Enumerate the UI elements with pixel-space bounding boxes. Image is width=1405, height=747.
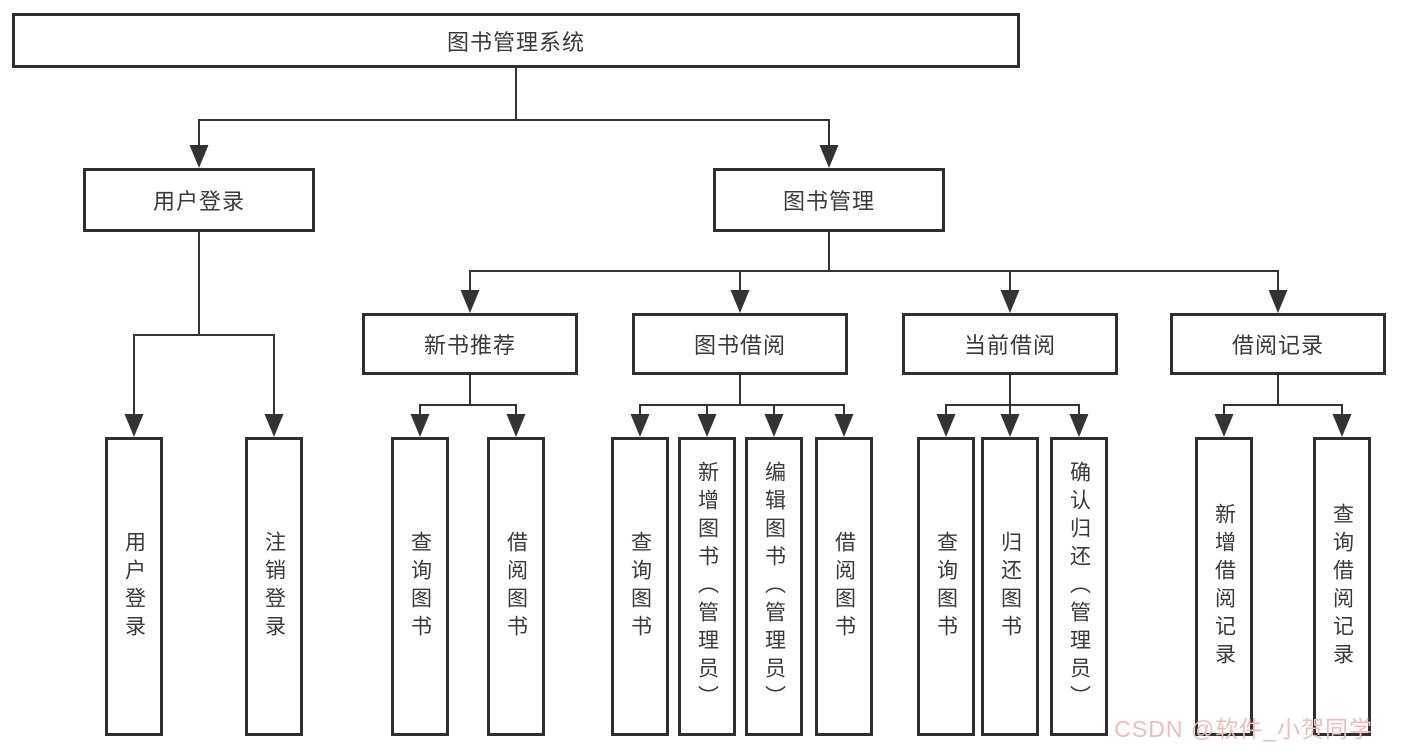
connector-book-borrow-to-leaves — [639, 374, 845, 419]
leaf-query-borrow-record: 查询借阅记录 — [1313, 437, 1371, 736]
node-user-login: 用户登录 — [83, 168, 315, 232]
leaf-borrow-books-recommend: 借阅图书 — [487, 437, 545, 736]
leaf-query-books-recommend: 查询图书 — [391, 437, 449, 736]
node-book-borrow: 图书借阅 — [632, 313, 848, 375]
leaf-borrow-books: 借阅图书 — [815, 437, 873, 736]
connector-new-book-recommend-to-leaves — [419, 374, 517, 419]
leaf-query-books-current: 查询图书 — [917, 437, 975, 736]
leaf-add-borrow-record: 新增借阅记录 — [1195, 437, 1253, 736]
arrowheads — [124, 145, 1352, 437]
connector-current-borrow-to-leaves — [945, 374, 1080, 419]
leaf-add-books-admin: 新增图书（管理员） — [678, 437, 736, 736]
connector-book-management-to-level3 — [469, 231, 1279, 295]
leaf-query-books-borrow: 查询图书 — [611, 437, 669, 736]
connector-borrow-records-to-leaves — [1223, 374, 1343, 419]
node-library-management-system: 图书管理系统 — [12, 13, 1020, 68]
connector-root-to-level2 — [198, 67, 830, 151]
node-book-management: 图书管理 — [713, 168, 945, 232]
leaf-user-login: 用户登录 — [105, 437, 163, 736]
node-borrow-records: 借阅记录 — [1170, 313, 1386, 375]
csdn-watermark: CSDN @软件_小贺同学 — [1114, 716, 1373, 742]
node-new-book-recommend: 新书推荐 — [362, 313, 578, 375]
leaf-confirm-return-admin: 确认归还（管理员） — [1050, 437, 1108, 736]
leaf-edit-books-admin: 编辑图书（管理员） — [745, 437, 803, 736]
leaf-return-books: 归还图书 — [981, 437, 1039, 736]
connector-user-login-to-leaves — [133, 231, 275, 419]
node-current-borrow: 当前借阅 — [902, 313, 1118, 375]
leaf-logout: 注销登录 — [245, 437, 303, 736]
